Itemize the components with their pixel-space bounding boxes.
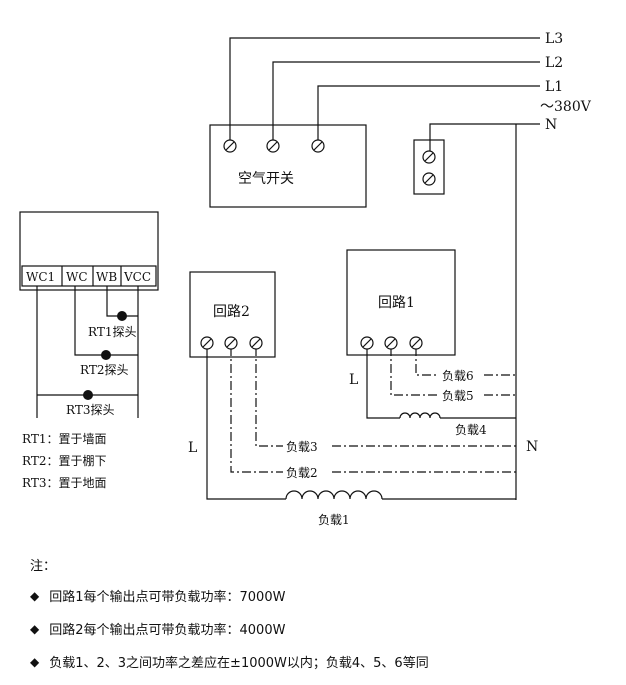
load4-label: 负载4 <box>455 423 487 437</box>
l2-label: L2 <box>545 55 563 71</box>
note-text: 负载1、2、3之间功率之差应在±1000W以内；负载4、5、6等同 <box>49 656 429 671</box>
l1-terminal-icon <box>311 139 325 153</box>
circuit2-box <box>189 271 276 358</box>
rt1-note: RT1：置于墙面 <box>22 432 106 446</box>
circuit1-l-label: L <box>349 372 358 388</box>
thermostat-terminal-strip <box>21 265 157 287</box>
circuit1-terminal-icon <box>360 336 374 350</box>
circuit2-label: 回路2 <box>213 304 250 320</box>
load4-wire <box>366 347 400 419</box>
n-terminal-icon <box>422 150 436 164</box>
circuit2-terminal-icon <box>200 336 214 350</box>
diamond-bullet-icon: ◆ <box>30 588 40 603</box>
l1-label: L1 <box>545 79 563 95</box>
load1-coil <box>285 490 383 500</box>
rt3-note: RT3：置于地面 <box>22 476 106 490</box>
thermostat-box <box>19 211 159 291</box>
voltage-label: ～380V <box>540 99 592 115</box>
rt3-probe-label: RT3探头 <box>66 403 114 417</box>
load1-wire <box>206 347 286 500</box>
l2-terminal-icon <box>266 139 280 153</box>
diamond-bullet-icon: ◆ <box>30 621 40 636</box>
load3-label: 负载3 <box>286 440 318 454</box>
rt2-note: RT2：置于棚下 <box>22 453 106 468</box>
circuit1-label: 回路1 <box>378 295 415 311</box>
rt2-probe-icon <box>101 350 111 360</box>
terminal-wb: WB <box>96 270 117 284</box>
load2-label: 负载2 <box>286 466 318 480</box>
terminal-wc: WC <box>66 270 88 284</box>
diamond-bullet-icon: ◆ <box>30 654 40 669</box>
circuit2-terminal-icon <box>224 336 238 350</box>
circuit2-l-label: L <box>188 440 197 456</box>
l3-label: L3 <box>545 31 563 47</box>
note-text: 回路1每个输出点可带负载功率：7000W <box>49 590 286 605</box>
l1-wire <box>317 85 540 140</box>
wiring-diagram: L3 L2 L1 ～380V N 空气开关 WC1 WC WB VCC RT1探… <box>19 31 592 527</box>
n-wire <box>429 123 540 153</box>
notes-section: 注： ◆ 回路1每个输出点可带负载功率：7000W ◆ 回路2每个输出点可带负载… <box>30 555 620 685</box>
load4-coil <box>399 412 441 419</box>
l2-wire <box>272 61 540 140</box>
circuit2-terminal-icon <box>249 336 263 350</box>
load1-label: 负载1 <box>318 513 350 527</box>
rt1-probe-icon <box>117 311 127 321</box>
air-switch-label: 空气开关 <box>238 171 294 187</box>
notes-title: 注： <box>30 559 57 574</box>
rt3-probe-icon <box>83 390 93 400</box>
load5-wire <box>390 347 438 396</box>
load5-label: 负载5 <box>442 389 474 403</box>
circuit1-terminal-icon <box>384 336 398 350</box>
n-terminal-icon <box>422 172 436 186</box>
note-text: 回路2每个输出点可带负载功率：4000W <box>49 623 286 638</box>
l3-wire <box>229 37 540 140</box>
load3-wire <box>255 347 283 447</box>
load6-wire <box>415 347 438 376</box>
note-item: ◆ 回路1每个输出点可带负载功率：7000W <box>30 586 620 606</box>
air-switch-box <box>209 124 367 208</box>
circuit1-terminal-icon <box>409 336 423 350</box>
note-item: ◆ 负载1、2、3之间功率之差应在±1000W以内；负载4、5、6等同 <box>30 652 620 672</box>
note-item: ◆ 回路2每个输出点可带负载功率：4000W <box>30 619 620 639</box>
load6-label: 负载6 <box>442 369 474 383</box>
neutral-terminal-box <box>413 139 445 195</box>
rt1-wire <box>106 286 138 317</box>
terminal-wc1: WC1 <box>26 270 55 284</box>
load2-wire <box>230 347 283 473</box>
rt1-probe-label: RT1探头 <box>88 325 136 339</box>
rt2-wire <box>74 286 138 356</box>
n-label-top: N <box>545 117 557 133</box>
circuit1-box <box>346 249 456 356</box>
rt2-probe-label: RT2探头 <box>80 363 128 377</box>
n-label-bottom: N <box>526 439 538 455</box>
terminal-vcc: VCC <box>123 270 151 284</box>
l3-terminal-icon <box>223 139 237 153</box>
